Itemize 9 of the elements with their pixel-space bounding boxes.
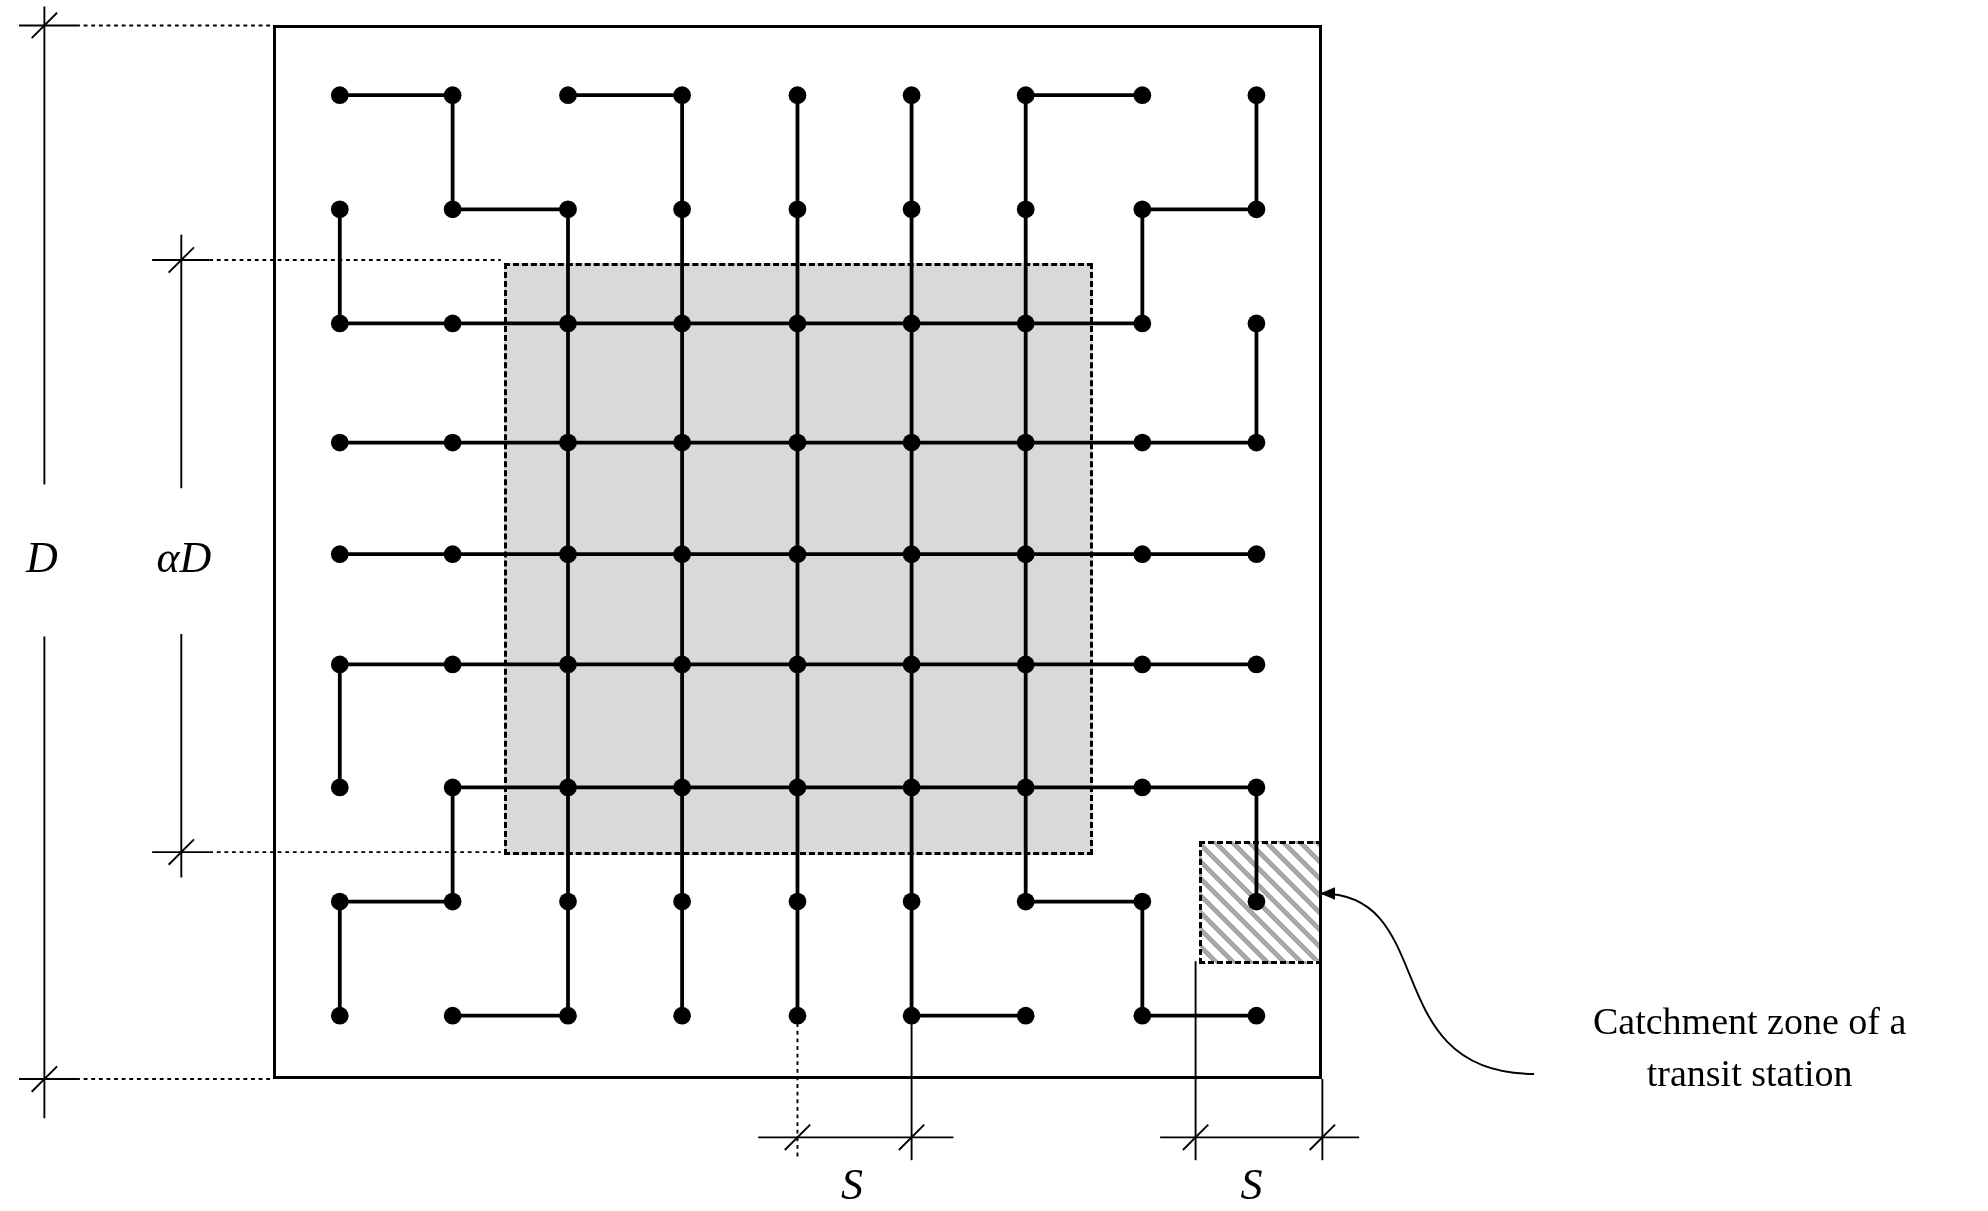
hatched-catchment-zone [1198, 841, 1320, 964]
dimension-label: αD [156, 535, 212, 580]
central-area [503, 262, 1094, 855]
dimension-label: S [1240, 1163, 1263, 1208]
leader-arrow [1319, 889, 1536, 1075]
dimension-label: D [25, 535, 58, 580]
callout-text: Catchment zone of a transit station [1549, 995, 1950, 1129]
dimension-label: S [841, 1163, 863, 1208]
city-boundary-square [272, 25, 1323, 1079]
